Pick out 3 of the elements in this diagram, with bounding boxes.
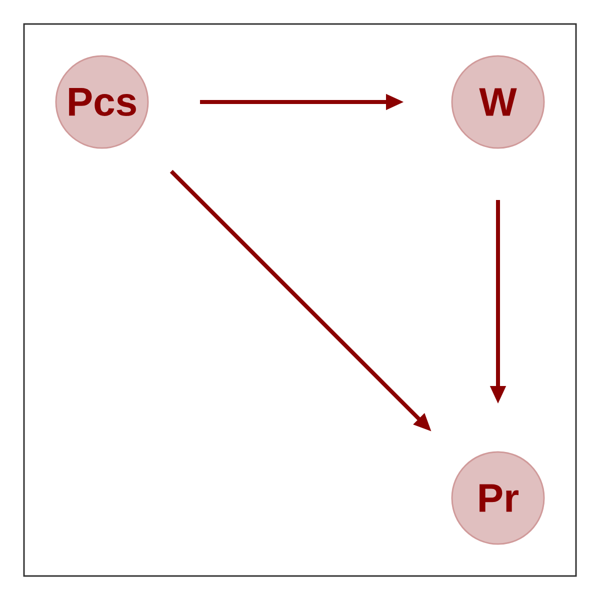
circle-node: Pr <box>451 451 545 545</box>
circle-node: W <box>451 55 545 149</box>
circle-node: Pcs <box>55 55 149 149</box>
